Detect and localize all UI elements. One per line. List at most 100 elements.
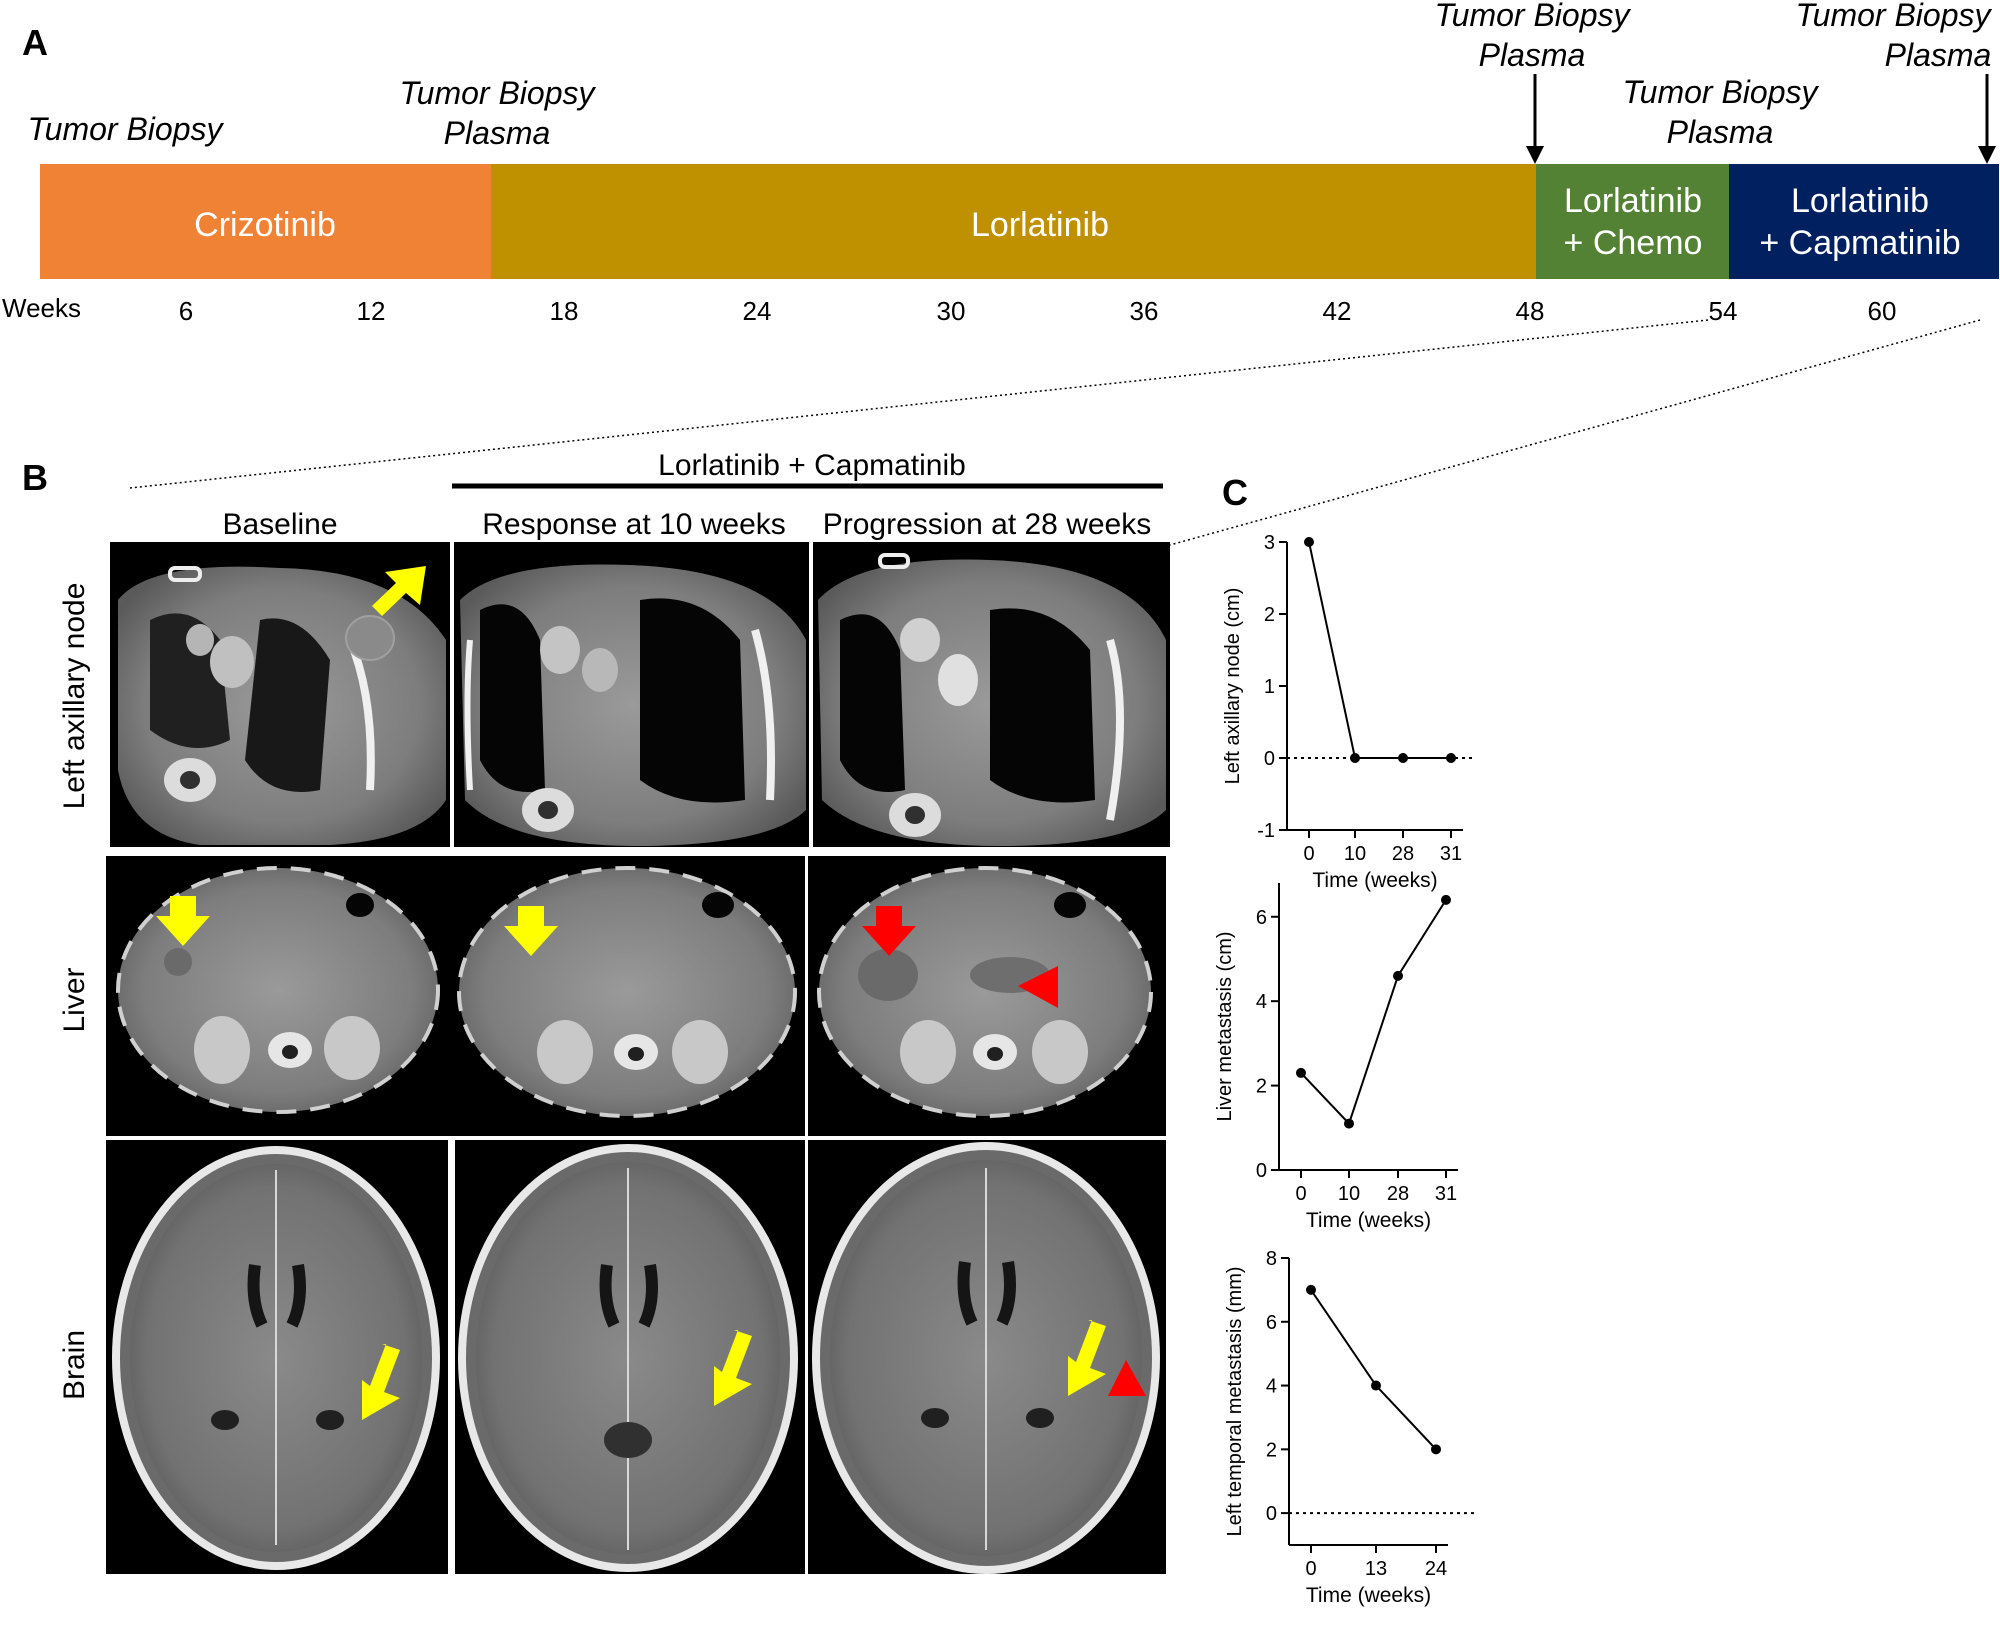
- chart-3-x-tick-label: 0: [1305, 1558, 1316, 1580]
- chart-3-x-tick-label: 24: [1425, 1558, 1447, 1580]
- chart-1-y-tick-label: 2: [1264, 604, 1275, 626]
- zoom-connector-right: [1169, 319, 1981, 546]
- annotation-5: Tumor Biopsy Plasma: [1795, 0, 1992, 73]
- yellow-arrow-brain-response: [714, 1330, 752, 1406]
- chart-2-y-tick-label: 2: [1256, 1076, 1267, 1098]
- yellow-arrow-liver-baseline: [156, 896, 210, 946]
- chart-2-x-axis-label: Time (weeks): [1306, 1209, 1431, 1232]
- annotation-1-line1: Tumor Biopsy: [27, 111, 224, 147]
- chart-3-series-line: [1310, 1289, 1437, 1451]
- chart-2-x-tick-label: 10: [1338, 1183, 1360, 1205]
- chart-3-x-axis-label: Time (weeks): [1306, 1584, 1431, 1607]
- segment-lorlatinib-chemo-line2: + Chemo: [1564, 224, 1703, 262]
- segment-lorlatinib-capmatinib-line2: + Capmatinib: [1759, 224, 1960, 262]
- week-tick: 12: [357, 296, 386, 326]
- chart-3-data-point: [1371, 1380, 1381, 1391]
- chart-1-x-tick-label: 31: [1440, 843, 1462, 865]
- red-arrowhead-brain-progression: [1108, 1360, 1146, 1396]
- column-header-response: Response at 10 weeks: [482, 508, 786, 541]
- ct-chest-progression: [813, 542, 1170, 847]
- week-tick: 60: [1868, 296, 1897, 326]
- biopsy-arrow-week62: [1978, 74, 1996, 164]
- chart-1-y-tick-label: 1: [1264, 676, 1275, 698]
- chart-1-y-tick-label: 0: [1264, 748, 1275, 770]
- ct-liver-baseline: [106, 856, 450, 1136]
- chart-1-data-point: [1398, 753, 1408, 763]
- row-label-liver: Liver: [58, 967, 91, 1032]
- chart-2-series-line: [1300, 899, 1447, 1126]
- annotation-3-line2: Plasma: [1479, 37, 1586, 73]
- chart-2-y-axis-label: Liver metastasis (cm): [1214, 931, 1236, 1121]
- week-tick: 18: [550, 296, 579, 326]
- chart-2-data-point: [1296, 1067, 1306, 1078]
- chart-1-y-tick-label: 3: [1264, 532, 1275, 554]
- annotation-4-line1: Tumor Biopsy: [1622, 74, 1819, 110]
- segment-lorlatinib-label: Lorlatinib: [971, 206, 1109, 244]
- chart-1-y-axis-label: Left axillary node (cm): [1222, 588, 1244, 785]
- annotation-2: Tumor Biopsy Plasma: [399, 75, 596, 151]
- segment-lorlatinib-capmatinib-fill: [1729, 164, 1999, 279]
- mri-brain-response: [455, 1140, 805, 1574]
- annotation-1: Tumor Biopsy: [27, 111, 224, 147]
- ct-liver-response: [450, 856, 805, 1136]
- chart-2-y-tick-label: 4: [1256, 991, 1267, 1013]
- chart-3-data-point: [1306, 1284, 1316, 1295]
- week-tick: 36: [1130, 296, 1159, 326]
- mri-brain-baseline: [106, 1140, 448, 1574]
- chart-2-y-tick-label: 0: [1256, 1160, 1267, 1182]
- yellow-arrow-brain-progression: [1068, 1320, 1106, 1396]
- biopsy-arrow-week48: [1526, 74, 1544, 164]
- ct-chest-baseline: [110, 542, 450, 847]
- weeks-axis-label: Weeks: [2, 293, 81, 323]
- chart-2-data-point: [1441, 894, 1451, 905]
- chart-2-y-tick-label: 6: [1256, 907, 1267, 929]
- yellow-arrow-axillary: [372, 566, 426, 616]
- segment-lorlatinib-capmatinib-line1: Lorlatinib: [1791, 182, 1929, 220]
- chart-3-y-axis-label: Left temporal metastasis (mm): [1224, 1266, 1246, 1536]
- column-header-progression: Progression at 28 weeks: [823, 508, 1152, 541]
- chart-3-y-tick-label: 6: [1266, 1312, 1277, 1334]
- chart-2-data-point: [1393, 970, 1403, 981]
- chart-3-data-point: [1431, 1444, 1441, 1455]
- annotation-2-line2: Plasma: [444, 115, 551, 151]
- panel-c-letter: C: [1222, 472, 1248, 513]
- treatment-header: Lorlatinib + Capmatinib: [658, 449, 966, 482]
- annotation-3: Tumor Biopsy Plasma: [1434, 0, 1631, 73]
- chart-1-data-point: [1350, 753, 1360, 763]
- segment-lorlatinib-fill: [491, 164, 1536, 279]
- annotation-2-line1: Tumor Biopsy: [399, 75, 596, 111]
- week-tick: 6: [179, 296, 193, 326]
- chart-1-series-line: [1308, 541, 1451, 759]
- week-tick: 30: [937, 296, 966, 326]
- chart-3-y-tick-label: 4: [1266, 1376, 1277, 1398]
- segment-crizotinib-fill: [40, 164, 491, 279]
- chart-3-y-tick-label: 2: [1266, 1439, 1277, 1461]
- segment-lorlatinib: Lorlatinib: [491, 164, 1536, 279]
- treatment-timeline-bar: Crizotinib Lorlatinib Lorlatinib + Chemo…: [40, 164, 1999, 279]
- chart-2-x-tick-label: 31: [1435, 1183, 1457, 1205]
- chart-3-y-tick-label: 0: [1266, 1503, 1277, 1525]
- chart-1-x-tick-label: 0: [1303, 843, 1314, 865]
- chart-1-data-point: [1446, 753, 1456, 763]
- chart-2-x-tick-label: 0: [1295, 1183, 1306, 1205]
- chart-2-data-point: [1344, 1118, 1354, 1129]
- red-arrow-liver-progression: [862, 906, 916, 956]
- annotation-4: Tumor Biopsy Plasma: [1622, 74, 1819, 150]
- panel-b-letter: B: [22, 457, 48, 498]
- segment-lorlatinib-chemo-line1: Lorlatinib: [1564, 182, 1702, 220]
- annotation-4-line2: Plasma: [1667, 114, 1774, 150]
- chart-2-x-tick-label: 28: [1387, 1183, 1409, 1205]
- chart-3-y-tick-label: 8: [1266, 1248, 1277, 1270]
- yellow-arrow-liver-response: [504, 906, 558, 956]
- segment-crizotinib: Crizotinib: [40, 164, 491, 279]
- segment-crizotinib-label: Crizotinib: [194, 206, 336, 244]
- chart-1-y-tick-label: -1: [1257, 820, 1275, 842]
- panel-a-letter: A: [22, 22, 48, 63]
- week-tick: 54: [1709, 296, 1738, 326]
- segment-lorlatinib-capmatinib: Lorlatinib + Capmatinib: [1729, 164, 1999, 279]
- chart-3-x-tick-label: 13: [1365, 1558, 1387, 1580]
- ct-chest-response: [454, 542, 809, 847]
- weeks-axis-ticks: 6 12 18 24 30 36 42 48 54 60: [179, 296, 1897, 326]
- row-label-brain: Brain: [58, 1330, 91, 1400]
